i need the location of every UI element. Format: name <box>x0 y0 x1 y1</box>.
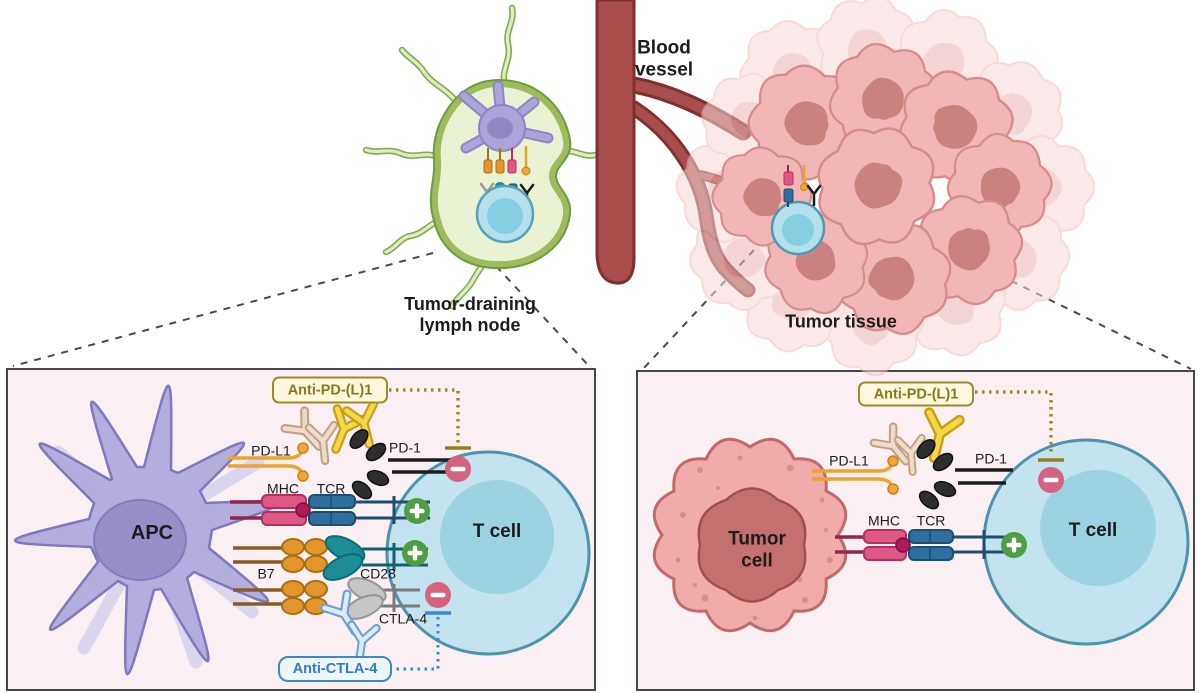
b7-cd28-left <box>233 535 428 581</box>
mhc-tcr-right <box>835 529 1016 561</box>
lymph-node-label: Tumor-draining lymph node <box>404 293 536 335</box>
pd-1-receptor-left <box>349 428 452 500</box>
tcr-left-label: TCR <box>316 480 346 497</box>
anti-pd-l1-inhibition-connector-left <box>389 388 471 450</box>
t-cell-right <box>982 438 1190 646</box>
anti-ctla-4-tag: Anti-CTLA-4 <box>278 656 392 682</box>
pd-l1-receptor-right <box>812 455 899 495</box>
tcr-right-label: TCR <box>916 512 946 529</box>
mhc-tcr-left <box>230 494 430 526</box>
stimulatory-plus-icon <box>1001 532 1027 558</box>
apc-label: APC <box>130 522 174 545</box>
stimulatory-plus-icon <box>402 540 428 566</box>
pd-l1-right-label: PD-L1 <box>829 452 869 469</box>
anti-pd-l1-inhibition-connector-right <box>975 390 1064 462</box>
tumor-tissue <box>664 0 1107 391</box>
anti-ctla4-inhibition-connector <box>395 611 451 671</box>
t-cell-right-label: T cell <box>1068 519 1118 541</box>
tumor-cell-detail <box>652 437 848 633</box>
cd28-label: CD28 <box>360 565 396 582</box>
pd-l1-left-label: PD-L1 <box>251 442 291 459</box>
pd-1-left-label: PD-1 <box>389 439 421 456</box>
inhibitory-minus-icon <box>1038 467 1064 493</box>
t-cell-left-label: T cell <box>472 520 522 542</box>
b7-label: B7 <box>257 565 275 582</box>
anti-pd-l1-tag-left: Anti-PD-(L)1 <box>272 376 388 404</box>
dendritic-cell-in-node <box>458 80 554 154</box>
lymph-node <box>429 78 572 270</box>
blood-vessel-label: Blood vessel <box>634 37 694 81</box>
pd-1-receptor-right <box>916 438 1013 510</box>
stimulatory-plus-icon <box>404 498 430 524</box>
mhc-right-label: MHC <box>868 512 900 529</box>
tumor-tissue-label: Tumor tissue <box>785 311 897 332</box>
b7-ctla4-left <box>233 577 420 620</box>
pd-l1-receptor-left <box>228 442 309 482</box>
tumor-cell-label: Tumor cell <box>728 528 786 572</box>
pd-1-right-label: PD-1 <box>975 450 1007 467</box>
inhibitory-minus-icon <box>445 456 471 482</box>
mhc-left-label: MHC <box>267 480 299 497</box>
t-cell-in-tumor <box>770 165 826 256</box>
ctla-4-label: CTLA-4 <box>378 610 428 627</box>
inhibitory-minus-icon <box>425 582 451 608</box>
apc-cell <box>14 384 280 676</box>
t-cell-in-node <box>475 184 535 244</box>
anti-pd-l1-tag-right: Anti-PD-(L)1 <box>858 381 974 407</box>
